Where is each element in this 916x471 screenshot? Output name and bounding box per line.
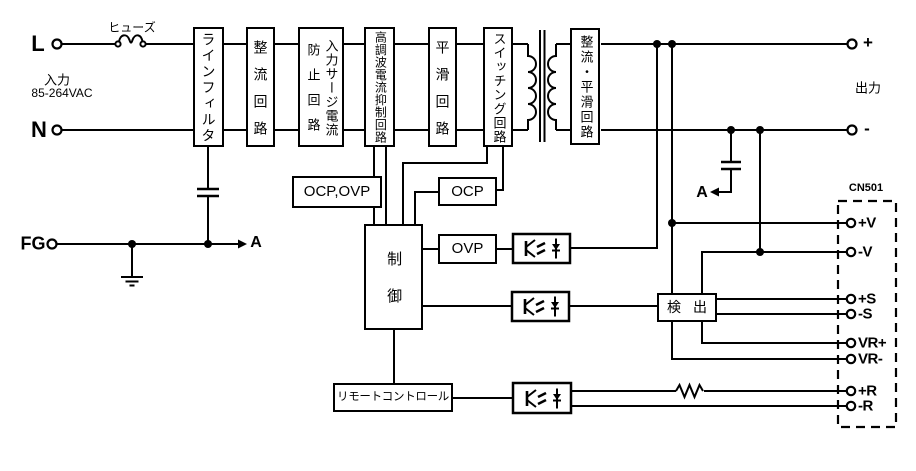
wire-switching-ocp: [497, 147, 504, 191]
terminal-circles: [46, 38, 858, 412]
junction-dots: [128, 40, 764, 256]
terminal-out-minus: [846, 124, 858, 136]
terminal-l: [51, 38, 63, 50]
n-terminal-label: N: [31, 117, 47, 142]
arrow-a-left-icon: [710, 187, 719, 197]
pin-minus-s: [845, 308, 857, 320]
wire-photocoupler1-plusbus: [570, 44, 658, 249]
terminal-out-plus: [846, 38, 858, 50]
pin-plus-v: [845, 217, 857, 229]
block-detect: 検出: [657, 293, 717, 322]
block-label: 高調波電流抑制回路: [373, 31, 388, 144]
block-rectifier: 整流回路: [246, 27, 275, 148]
transformer-icon: [527, 30, 557, 142]
resistor-icon: [675, 382, 704, 400]
block-label: OCP,OVP: [303, 183, 371, 201]
block-ocp-ovp: OCP,OVP: [292, 176, 382, 208]
block-remote-control: リモートコントロール: [333, 383, 453, 412]
wire-ocp-control: [414, 191, 438, 224]
wire-output-cap-branch: [718, 130, 732, 193]
block-label: スイッチング回路: [491, 31, 507, 144]
wire-detect-vrminus: [671, 322, 847, 360]
block-label: OVP: [451, 240, 484, 258]
pin-label-vr-plus: VR+: [858, 334, 887, 352]
block-switching: スイッチング回路: [483, 27, 513, 147]
pin-plus-r: [845, 385, 857, 397]
wire-switching-control: [402, 147, 488, 224]
pin-minus-v: [845, 246, 857, 258]
block-label: 整流回路: [252, 39, 269, 148]
wire-detect-sense: [717, 298, 847, 315]
photocoupler-3: [511, 381, 573, 415]
pin-label-plus-v: +V: [858, 214, 876, 232]
pin-label-minus-r: -R: [858, 397, 873, 415]
pin-label-plus-r: +R: [858, 382, 877, 400]
block-ocp: OCP: [438, 177, 497, 206]
capacitor-icon: [197, 187, 219, 198]
wire-transformer-stubs: [513, 43, 571, 131]
block-label: 平滑回路: [434, 39, 451, 148]
block-label: リモートコントロール: [337, 390, 449, 403]
wire-detect-vrplus: [701, 322, 847, 344]
wire-minusbus-to-vminus: [701, 130, 847, 293]
connector-name: CN501: [848, 182, 884, 194]
l-terminal-label: L: [31, 31, 45, 56]
pin-vr-minus: [845, 353, 857, 365]
block-label: 検出: [667, 299, 719, 316]
input-voltage-range: 85-264VAC: [31, 86, 93, 100]
block-output-rectifier: 整流・平滑回路: [570, 28, 600, 145]
output-minus-label: -: [864, 119, 870, 138]
output-plus-label: +: [863, 33, 873, 52]
output-heading: 出力: [854, 80, 882, 96]
wire-bus-segments: [224, 43, 483, 131]
block-ovp: OVP: [438, 234, 497, 264]
pin-label-plus-s: +S: [858, 290, 876, 308]
fg-terminal-label: FG: [20, 233, 46, 254]
pin-label-minus-v: -V: [858, 243, 873, 261]
arrow-a-right-icon: [238, 239, 247, 249]
block-label: ラインフィルタ: [200, 32, 217, 144]
block-line-filter: ラインフィルタ: [193, 27, 224, 147]
pin-label-minus-s: -S: [858, 305, 873, 323]
cn501-dashed-box: [836, 199, 898, 429]
node-a-label-capacitor: A: [696, 184, 708, 201]
block-control: 制御: [364, 224, 423, 330]
block-harmonic-suppression: 高調波電流抑制回路: [364, 27, 395, 147]
ground-icon: [121, 244, 143, 287]
block-label: 制御: [385, 251, 403, 325]
pin-minus-r: [845, 400, 857, 412]
node-a-label-ground: A: [250, 234, 262, 251]
block-smoothing: 平滑回路: [428, 27, 457, 148]
photocoupler-2: [510, 290, 571, 323]
block-inrush-prevention: 入力サージ電流防止回路: [298, 27, 344, 147]
photocoupler-1: [511, 232, 572, 265]
block-sublabel: 防止回路: [305, 43, 321, 143]
output-capacitor-icon: [721, 160, 741, 171]
block-label: OCP: [451, 182, 484, 200]
terminal-n: [51, 124, 63, 136]
block-label: 整流・平滑回路: [578, 35, 594, 140]
pin-label-vr-minus: VR-: [858, 350, 883, 368]
fuse-label: ヒューズ: [108, 20, 156, 35]
pin-plus-s: [845, 293, 857, 305]
block-label: 入力サージ電流: [323, 38, 339, 137]
terminal-fg: [46, 238, 58, 250]
fuse-icon: [114, 34, 147, 48]
pin-vr-plus: [845, 337, 857, 349]
input-heading: 入力: [43, 72, 71, 88]
